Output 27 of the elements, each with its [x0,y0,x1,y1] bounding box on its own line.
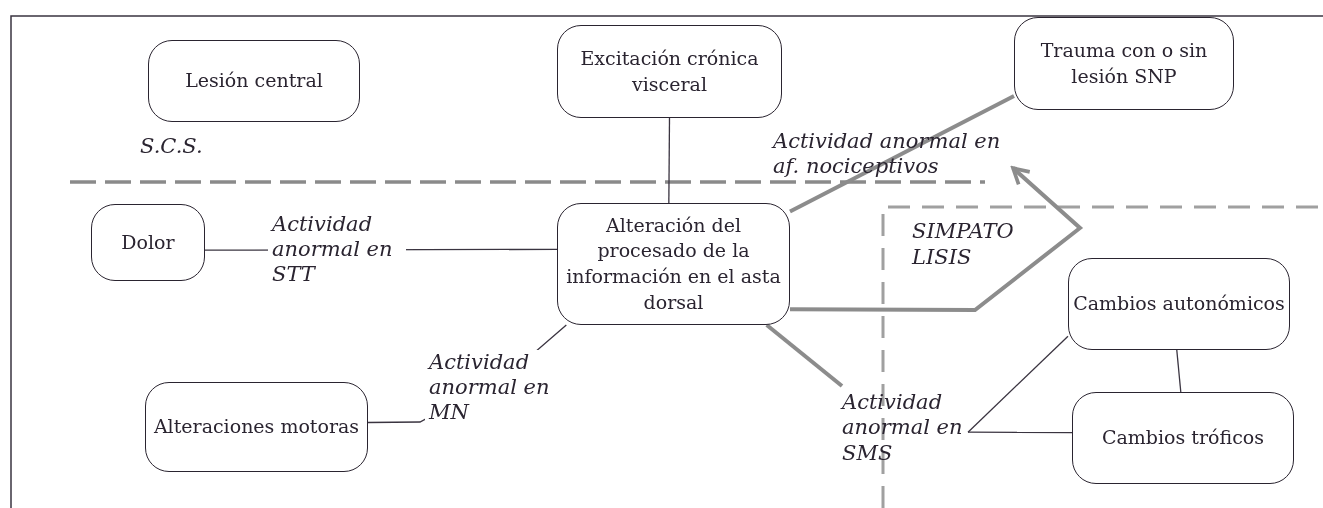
box-text: Excitación crónica visceral [579,45,760,97]
region-label: S.C.S. [140,133,204,160]
connector-line [967,335,1069,433]
rounded-box [557,203,790,325]
box-text: Alteración del procesado de la información en el asta dorsal [565,212,782,315]
connector-line [1176,349,1182,393]
rounded-box [557,25,782,118]
rounded-box [145,382,368,472]
connector-line [765,323,844,388]
rounded-box [91,204,205,281]
box-text: Cambios autonómicos [1073,291,1285,317]
rounded-box [1072,392,1294,484]
arrow [790,166,1084,312]
rounded-box [148,40,360,122]
rounded-box [1068,258,1290,350]
box-text: Dolor [121,229,175,255]
annotation-text: Actividad anormal en SMS [842,390,964,466]
rounded-box [1014,17,1234,110]
box-text: Trauma con o sin lesión SNP [1039,37,1209,89]
box-text: Lesión central [185,68,323,94]
annotation-text: Actividad anormal en af. nociceptivos [773,128,1002,180]
connector-line [967,431,1073,434]
connector-line [668,117,671,204]
connector-line [789,94,1015,214]
box-text: Alteraciones motoras [153,414,360,440]
region-label: SIMPATO LISIS [912,218,1012,271]
box-text: Cambios tróficos [1102,425,1264,451]
